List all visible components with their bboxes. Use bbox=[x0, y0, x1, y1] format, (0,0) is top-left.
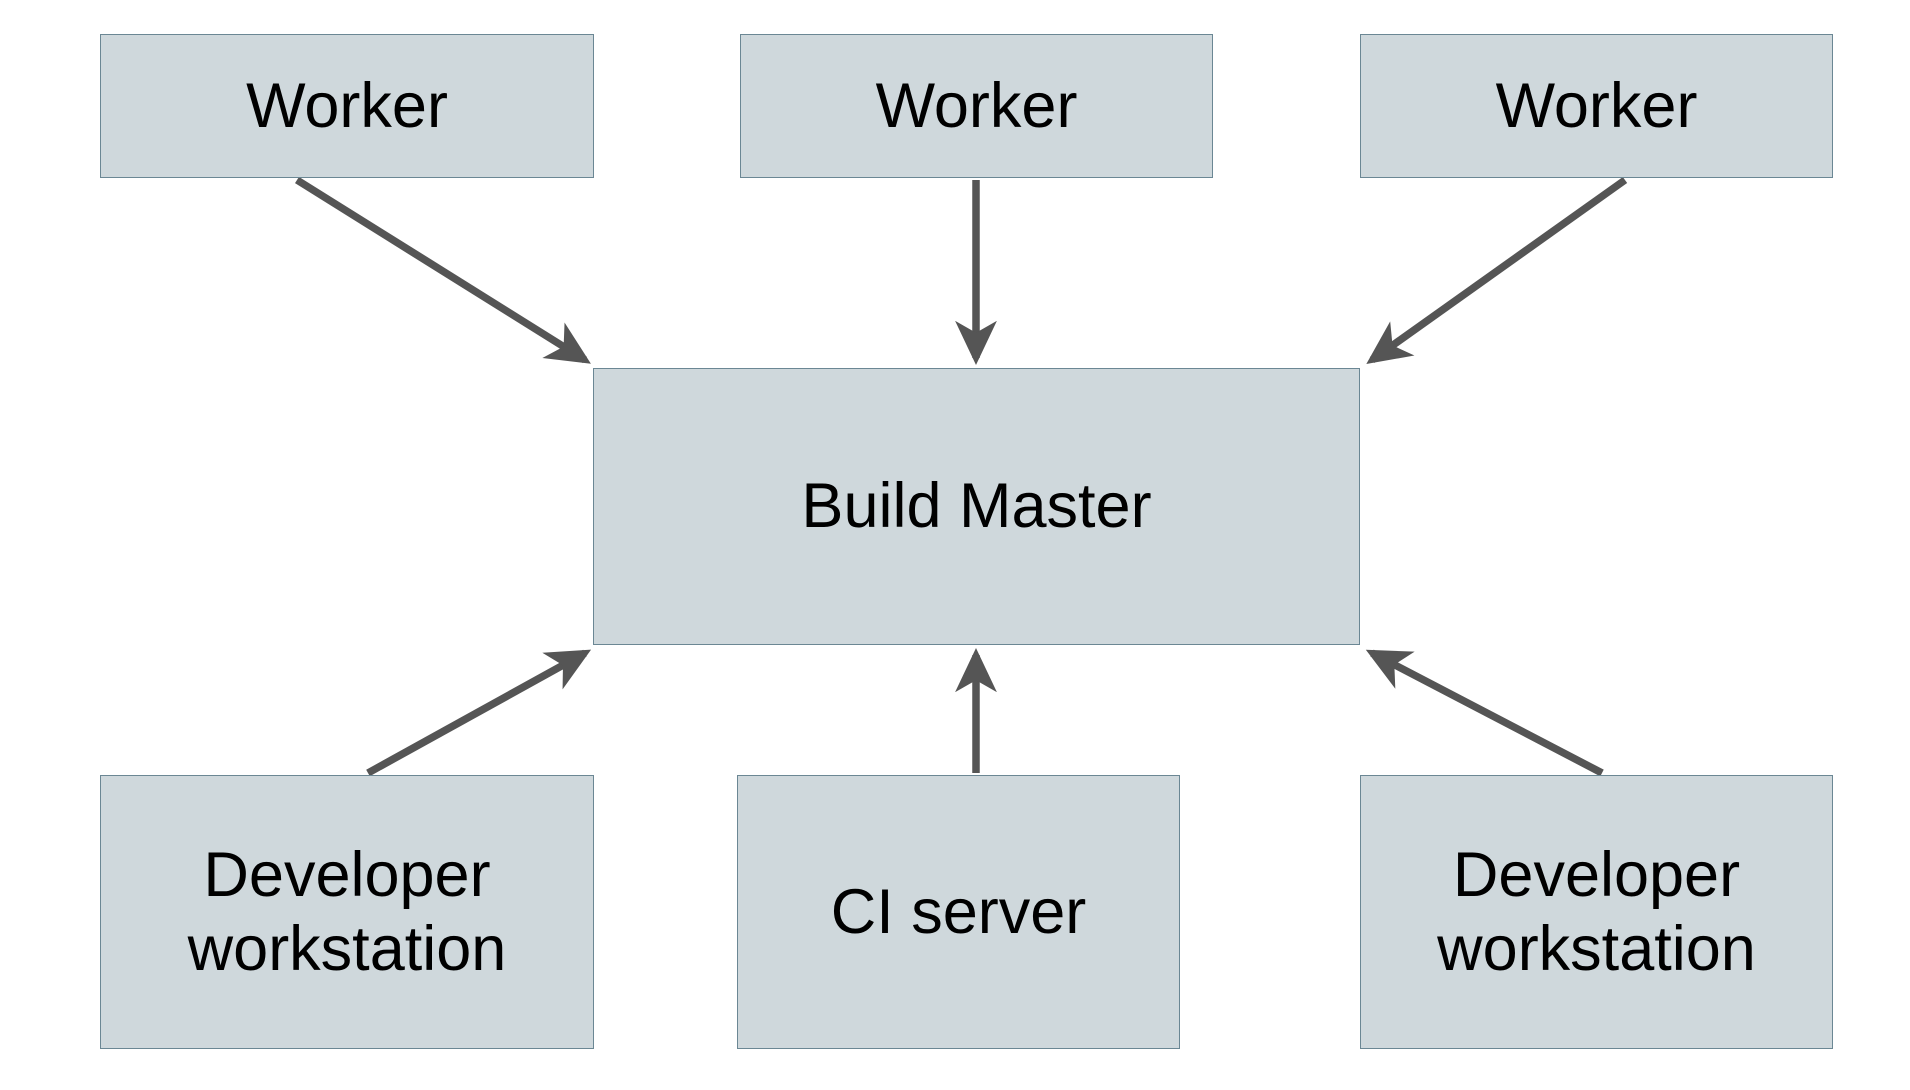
node-worker-1-label: Worker bbox=[246, 70, 448, 141]
node-developer-workstation-right[interactable]: Developer workstation bbox=[1360, 775, 1833, 1049]
node-worker-3[interactable]: Worker bbox=[1360, 34, 1833, 178]
node-worker-2-label: Worker bbox=[875, 70, 1078, 141]
node-build-master-label: Build Master bbox=[801, 471, 1152, 542]
node-ci-server-label: CI server bbox=[830, 876, 1087, 947]
edge-worker-3-to-build-master bbox=[1366, 176, 1628, 365]
node-worker-2[interactable]: Worker bbox=[740, 34, 1213, 178]
node-build-master[interactable]: Build Master bbox=[593, 368, 1360, 645]
node-developer-workstation-right-label: Developer workstation bbox=[1437, 839, 1756, 984]
node-worker-1[interactable]: Worker bbox=[100, 34, 594, 178]
edge-dev-ws-left-to-build-master bbox=[366, 649, 592, 777]
node-developer-workstation-left-label: Developer workstation bbox=[187, 839, 507, 984]
edge-dev-ws-right-to-build-master bbox=[1365, 649, 1604, 777]
edge-worker-1-to-build-master bbox=[295, 176, 591, 364]
node-developer-workstation-left[interactable]: Developer workstation bbox=[100, 775, 594, 1049]
node-ci-server[interactable]: CI server bbox=[737, 775, 1180, 1049]
node-worker-3-label: Worker bbox=[1495, 70, 1698, 141]
